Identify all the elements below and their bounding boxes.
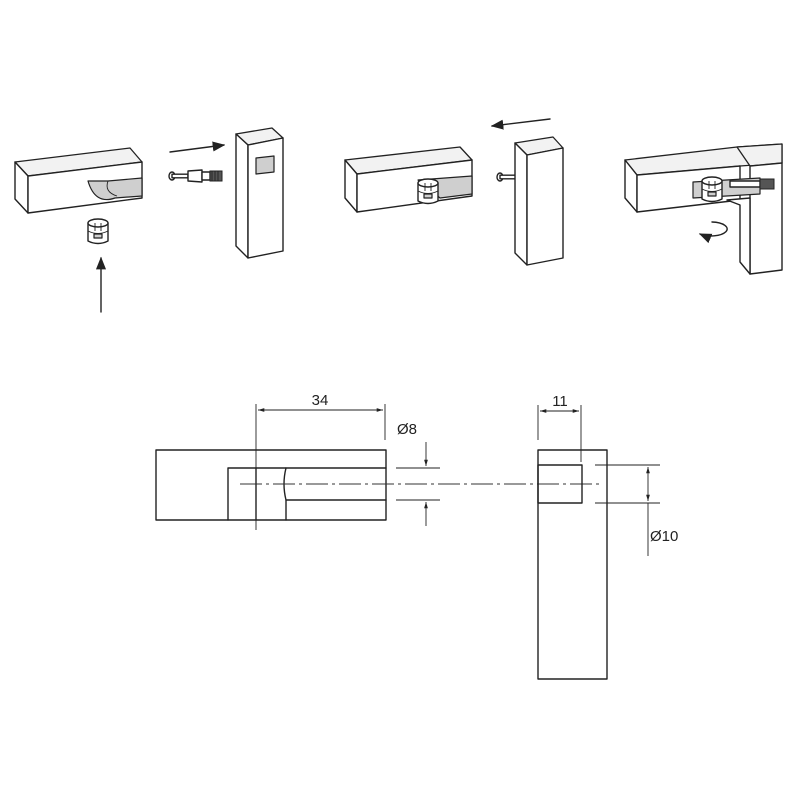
side-view-panel [155,449,600,521]
end-view-post [537,449,608,680]
cam-hole-label: Ø10 [650,528,678,545]
depth-label: 34 [312,392,329,409]
bolt-hole-label: Ø8 [397,421,417,438]
arrow-right-icon [169,141,226,153]
dimension-34: 34 [255,392,386,530]
edge-offset-label: 11 [552,393,568,410]
dimension-diameter-8: Ø8 [396,421,440,526]
rotate-arrow-icon [698,221,728,244]
step1-panel [14,147,143,214]
bolt-inserted-icon [729,178,775,190]
dimension-11: 11 [537,393,582,462]
step1-post [235,127,284,259]
cam-housing-icon-2 [417,178,439,205]
arrow-left-icon [490,118,551,130]
cam-housing-icon-3 [701,176,723,203]
bolt-icon [168,169,223,183]
cam-housing-icon [87,218,109,245]
step2-panel [344,146,473,213]
step2-post [514,136,564,266]
dimension-diameter-10: Ø10 [595,464,678,556]
step3-assembly [624,143,783,275]
